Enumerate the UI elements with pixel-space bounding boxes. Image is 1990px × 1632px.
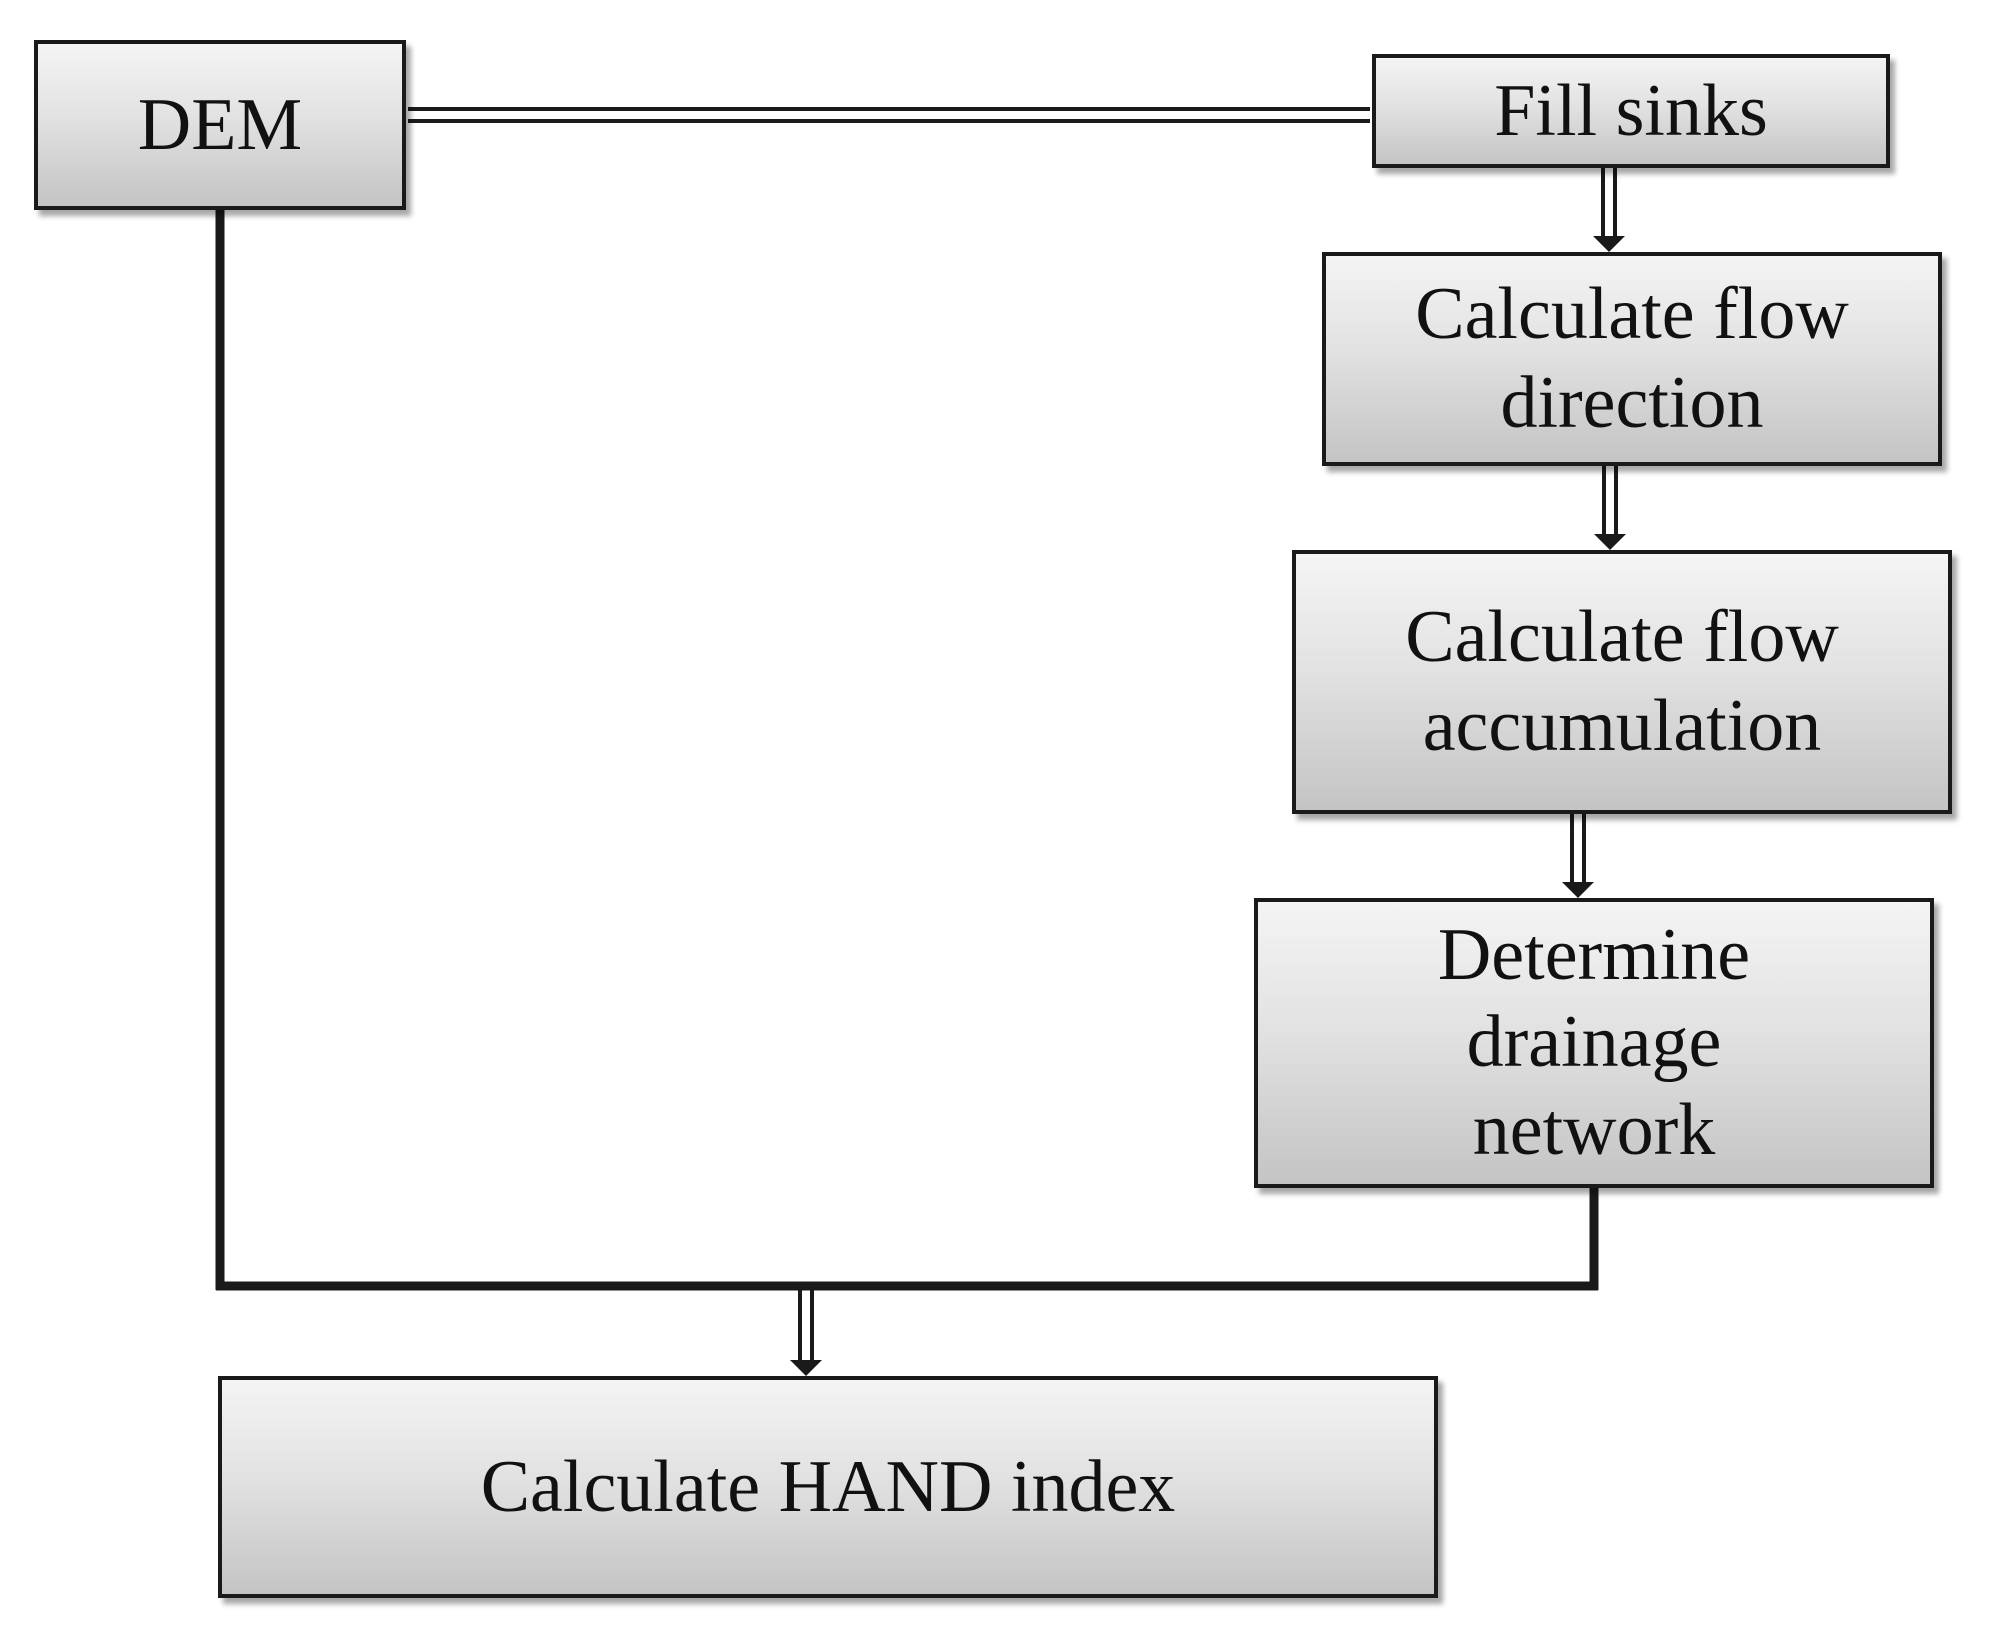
node-hand-index-label: Calculate HAND index xyxy=(480,1445,1176,1528)
node-flow-direction-label: Calculate flow direction xyxy=(1415,273,1849,444)
arrow-flow-accumulation-to-drainage-network xyxy=(1562,814,1594,898)
node-flow-direction: Calculate flow direction xyxy=(1322,252,1942,466)
node-flow-accumulation-label: Calculate flow accumulation xyxy=(1405,596,1839,767)
merge-connector xyxy=(215,210,1599,1291)
node-drainage-network-label: Determine drainage network xyxy=(1437,914,1751,1171)
arrow-dem-to-fill-sinks xyxy=(408,102,1380,128)
node-hand-index: Calculate HAND index xyxy=(218,1376,1438,1598)
node-fill-sinks-label: Fill sinks xyxy=(1494,69,1768,152)
node-drainage-network: Determine drainage network xyxy=(1254,898,1934,1188)
arrow-flow-direction-to-flow-accumulation xyxy=(1594,466,1626,550)
node-flow-accumulation: Calculate flow accumulation xyxy=(1292,550,1952,814)
node-fill-sinks: Fill sinks xyxy=(1372,54,1890,168)
node-dem-label: DEM xyxy=(137,83,303,166)
arrow-fill-sinks-to-flow-direction xyxy=(1593,168,1625,252)
node-dem: DEM xyxy=(34,40,406,210)
arrow-merge-to-hand-index xyxy=(790,1282,822,1376)
